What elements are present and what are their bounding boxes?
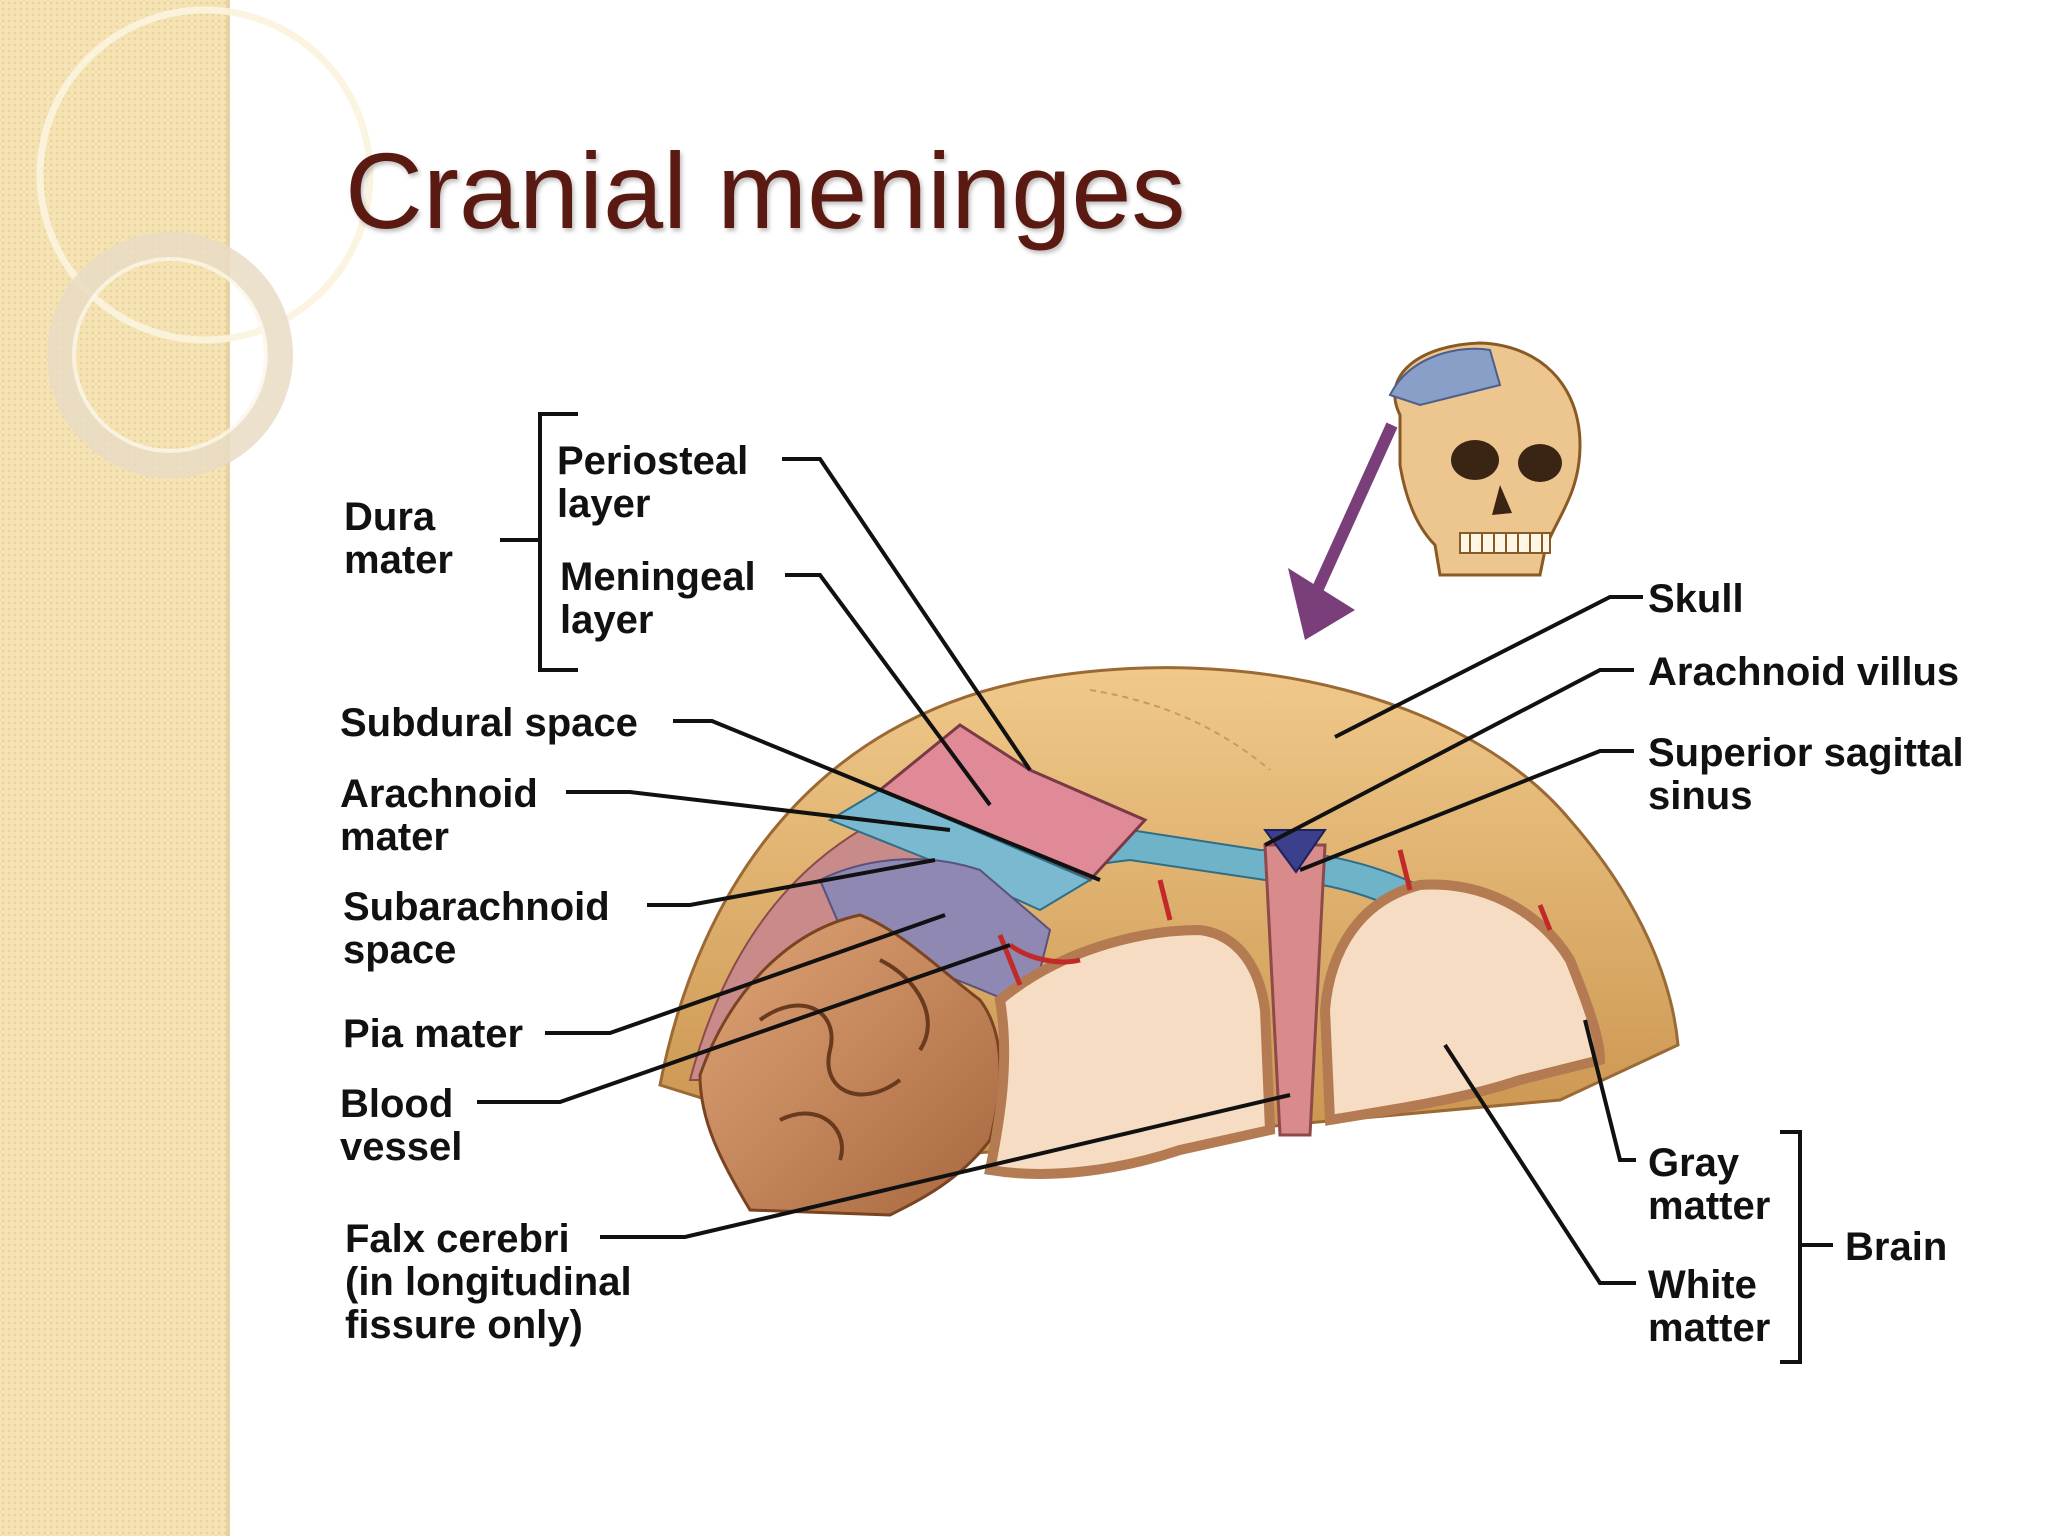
label-line: (in longitudinal (345, 1260, 632, 1304)
subdural-leader (673, 719, 1101, 882)
label-line: mater (340, 815, 449, 859)
blood-vessel-leader (477, 943, 1011, 1104)
label-line: Periosteal (557, 439, 748, 483)
label-gray-matter: Gray matter (1648, 1141, 1770, 1228)
label-line: Arachnoid (340, 772, 538, 816)
label-line: White (1648, 1263, 1757, 1307)
slide-title: Cranial meninges (345, 130, 1186, 251)
left-hemisphere-section (984, 924, 1276, 1179)
label-line: sinus (1648, 774, 1752, 818)
label-arachnoid-villus: Arachnoid villus (1648, 650, 1959, 694)
meningeal-leader (785, 573, 992, 807)
label-line: Brain (1845, 1225, 1947, 1269)
blood-vessel-lines (997, 849, 1553, 986)
skull-leader (1334, 595, 1643, 739)
label-line: layer (560, 598, 653, 642)
label-subarachnoid-space: Subarachnoid space (343, 885, 621, 972)
label-line: fissure only) (345, 1303, 583, 1347)
periosteal-leader (782, 457, 1032, 772)
leader-lines (477, 412, 1833, 1364)
label-line: Skull (1648, 577, 1744, 621)
label-line: matter (1648, 1306, 1770, 1350)
decorative-ring-small (47, 232, 293, 478)
label-brain: Brain (1845, 1225, 1947, 1269)
falx-leader (600, 1093, 1291, 1239)
label-pia-mater: Pia mater (343, 1012, 523, 1056)
label-skull: Skull (1648, 577, 1744, 621)
label-line: Subarachnoid (343, 885, 610, 929)
brain-gyri-folds (758, 958, 930, 1161)
white-matter-leader (1443, 1043, 1636, 1285)
label-line: mater (344, 538, 453, 582)
label-line: Arachnoid villus (1648, 650, 1959, 694)
gray-matter-leader (1583, 1019, 1636, 1162)
decorative-ring-large (36, 6, 374, 344)
label-arachnoid-mater: Arachnoid mater (340, 772, 549, 859)
skull-icon (1388, 341, 1582, 577)
right-hemisphere-section (1319, 879, 1606, 1126)
arachnoid-leader (566, 790, 951, 832)
subarachnoid-leader (647, 858, 936, 907)
label-dura-mater: Dura mater (344, 495, 453, 582)
skull-suture (1089, 689, 1271, 771)
label-white-matter: White matter (1648, 1263, 1770, 1350)
label-line: matter (1648, 1184, 1770, 1228)
label-line: space (343, 928, 456, 972)
label-subdural-space: Subdural space (340, 701, 638, 745)
label-line: Dura (344, 495, 436, 539)
sidebar-divider (226, 0, 230, 1536)
label-line: vessel (340, 1125, 462, 1169)
label-line: Blood (340, 1082, 453, 1126)
brain-bracket (1780, 1130, 1802, 1364)
labels: Dura mater Periosteal layer Meningeal la… (340, 439, 1975, 1350)
pia-leader (545, 913, 946, 1035)
label-line: Pia mater (343, 1012, 523, 1056)
label-line: Superior sagittal (1648, 731, 1964, 775)
label-line: Subdural space (340, 701, 638, 745)
label-meningeal-layer: Meningeal layer (560, 555, 767, 642)
pointer-arrow-shaft (1309, 422, 1398, 598)
arachnoid-villus-leader (1264, 668, 1634, 847)
label-falx-cerebri: Falx cerebri (in longitudinal fissure on… (345, 1217, 643, 1347)
sagittal-sinus-leader (1299, 749, 1634, 872)
label-line: Gray (1648, 1141, 1740, 1185)
label-line: Meningeal (560, 555, 756, 599)
label-line: layer (557, 482, 650, 526)
label-blood-vessel: Blood vessel (340, 1082, 464, 1169)
pointer-arrow-head (1288, 568, 1355, 640)
decorative-ring-inner (72, 257, 268, 453)
label-superior-sagittal-sinus: Superior sagittal sinus (1648, 731, 1975, 818)
label-line: Falx cerebri (345, 1217, 570, 1261)
label-periosteal-layer: Periosteal layer (557, 439, 759, 526)
